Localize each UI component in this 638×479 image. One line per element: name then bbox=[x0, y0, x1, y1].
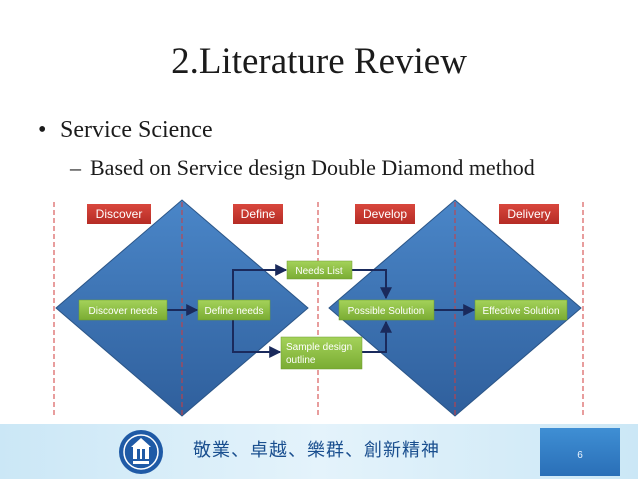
connector-to-sample-design bbox=[232, 320, 282, 358]
bullet-level-1: • Service Science bbox=[38, 117, 213, 144]
footer-bar bbox=[0, 424, 638, 479]
phase-label-text: Define bbox=[241, 207, 276, 221]
bullet-level-2-text: Based on Service design Double Diamond m… bbox=[90, 155, 535, 180]
step-define-needs: Define needs bbox=[197, 299, 271, 321]
step-discover-needs: Discover needs bbox=[78, 299, 168, 321]
bullet-level-1-text: Service Science bbox=[60, 117, 213, 143]
slide-title: 2.Literature Review bbox=[171, 41, 467, 82]
step-needs-list: Needs List bbox=[286, 260, 353, 280]
university-seal-icon bbox=[119, 430, 163, 474]
page-number-box: 6 bbox=[540, 428, 620, 476]
bullet-dot: • bbox=[38, 117, 47, 143]
step-label: Define needs bbox=[205, 306, 264, 317]
phase-label-define: Define bbox=[233, 204, 283, 224]
phase-label-text: Delivery bbox=[507, 207, 550, 221]
flow-connectors bbox=[167, 264, 476, 358]
phase-label-text: Discover bbox=[96, 207, 143, 221]
page-number: 6 bbox=[577, 450, 583, 461]
step-possible-solution: Possible Solution bbox=[338, 299, 435, 321]
step-label-line-2: outline bbox=[286, 355, 316, 366]
connector-to-needs-list bbox=[232, 264, 288, 300]
phase-label-develop: Develop bbox=[355, 204, 415, 224]
bullet-dash: – bbox=[70, 155, 81, 180]
step-label: Possible Solution bbox=[348, 306, 425, 317]
phase-label-text: Develop bbox=[363, 207, 407, 221]
bullet-level-2: –Based on Service design Double Diamond … bbox=[70, 155, 535, 181]
step-label-line-1: Sample design bbox=[286, 342, 352, 353]
phase-label-discover: Discover bbox=[87, 204, 151, 224]
step-effective-solution: Effective Solution bbox=[474, 299, 568, 321]
step-label: Discover needs bbox=[89, 306, 158, 317]
footer-motto: 敬業、卓越、樂群、創新精神 bbox=[193, 440, 440, 461]
connector-needs-list-to-possible bbox=[352, 269, 392, 300]
step-sample-design-outline: Sample design outline bbox=[280, 336, 363, 370]
step-label: Needs List bbox=[295, 266, 342, 277]
step-label: Effective Solution bbox=[482, 306, 559, 317]
phase-label-delivery: Delivery bbox=[499, 204, 559, 224]
connector-sample-to-possible bbox=[362, 320, 392, 353]
